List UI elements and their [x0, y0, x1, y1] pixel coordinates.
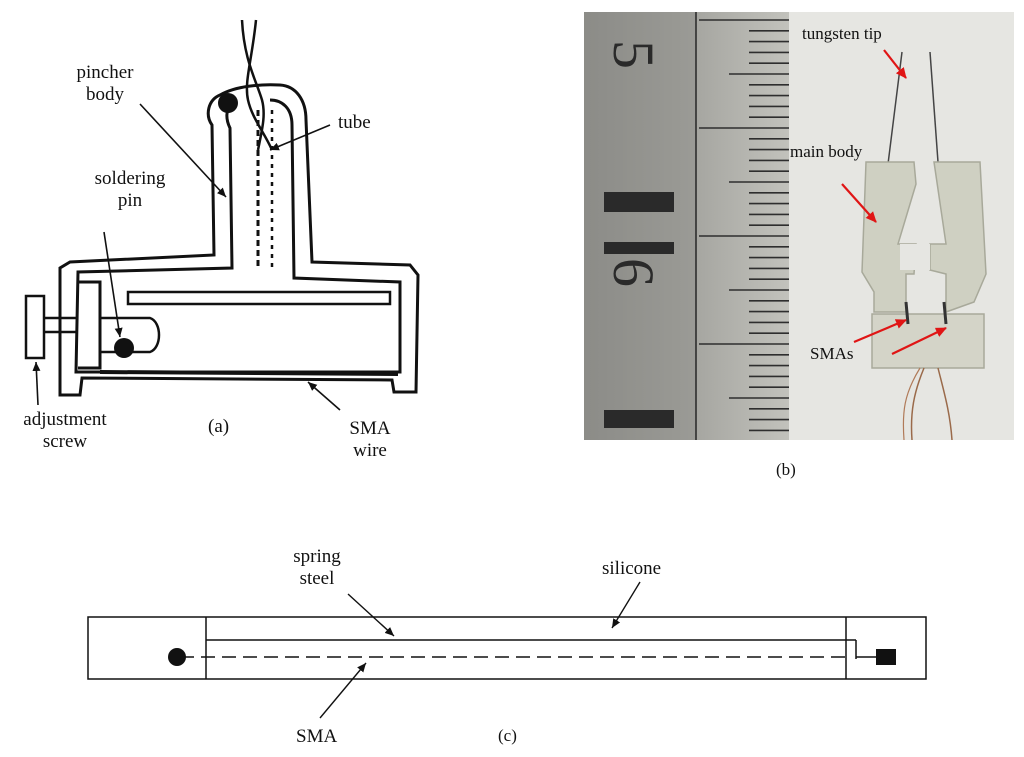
- panel-c-leaders: [319, 581, 641, 719]
- tungsten-tip-label: tungsten tip: [802, 24, 882, 43]
- panel-a-caption: (a): [208, 416, 230, 437]
- pincher-body-label: pincher body: [76, 62, 134, 105]
- adjustment-screw-label: adjustment screw: [23, 409, 107, 452]
- panel-b-photo-art: 5 6: [584, 12, 1014, 440]
- soldering-pin-dot: [114, 338, 134, 358]
- smas-label: SMAs: [810, 344, 854, 363]
- tube-label: tube: [338, 112, 371, 133]
- panel-c-anchor-dot: [168, 648, 186, 666]
- panel-a-leaders: [32, 103, 341, 411]
- silicone-label: silicone: [602, 558, 662, 579]
- main-body-label: main body: [790, 142, 863, 161]
- panel-c-anchor-block: [876, 649, 896, 665]
- panel-c-drawing: [87, 616, 927, 680]
- soldering-pin-label: soldering pin: [94, 168, 166, 211]
- sma-label: SMA: [296, 726, 338, 747]
- panel-b-caption: (b): [776, 460, 796, 479]
- ruler-mark-5: 5: [601, 40, 666, 69]
- panel-b-photo: 5 6 tungsten tip main body SMAs: [584, 12, 1014, 440]
- ruler-mark-6: 6: [601, 258, 666, 287]
- pincher-frame: [24, 19, 420, 397]
- gripper-main-body: [861, 161, 987, 369]
- panel-b-red-arrows: [841, 49, 947, 355]
- panel-c-caption: (c): [498, 726, 517, 745]
- spring-steel-label: spring steel: [293, 546, 341, 589]
- sma-wire-label: SMA wire: [349, 418, 391, 461]
- top-pin-dot: [218, 93, 238, 113]
